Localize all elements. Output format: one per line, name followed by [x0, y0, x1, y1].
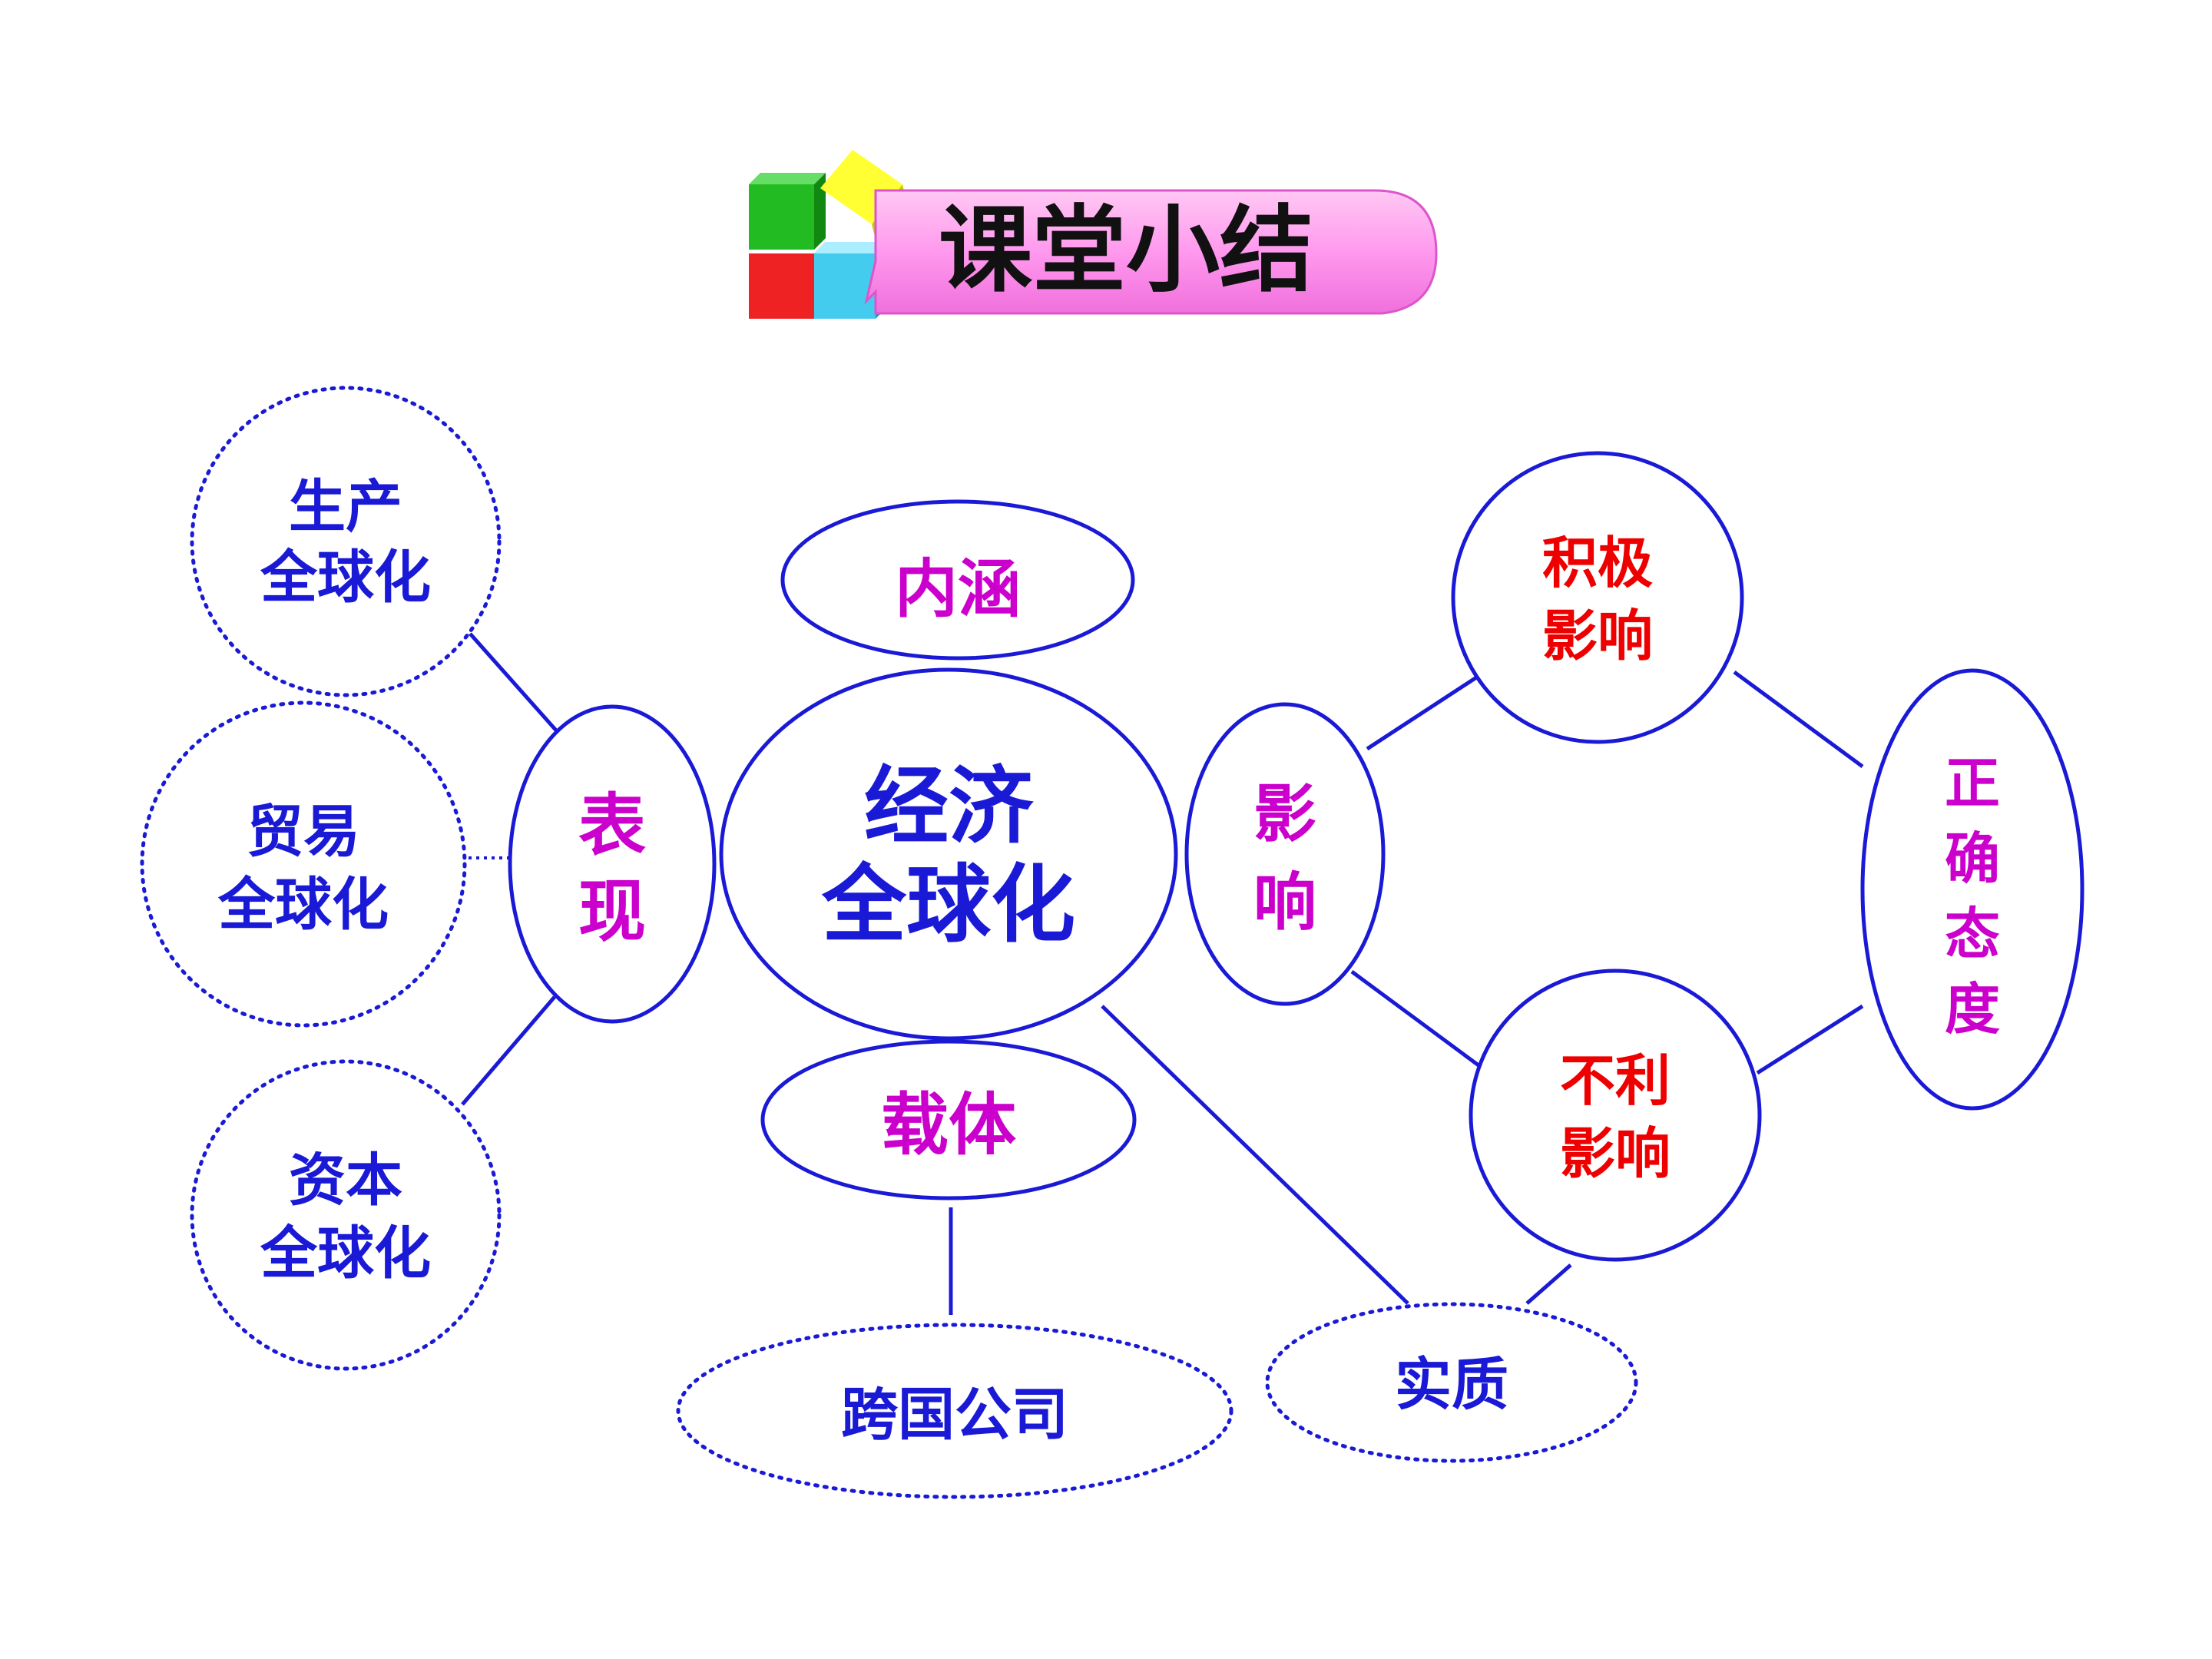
node-trade-shape — [140, 700, 467, 1028]
node-negative-label-line: 影响 — [1560, 1121, 1671, 1186]
node-capital-label-line: 资本 — [289, 1147, 402, 1214]
edge-production-biaoxian — [469, 632, 558, 733]
title-banner: 课堂小结 — [864, 189, 1438, 315]
node-production-label-line: 全球化 — [260, 545, 431, 611]
node-capital-shape — [190, 1059, 502, 1371]
node-multinational: 跨国公司 — [841, 1382, 1068, 1448]
edge-negative-essence — [1525, 1263, 1572, 1305]
node-essence-label-line: 实质 — [1395, 1352, 1508, 1418]
node-biaoxian-shape — [508, 704, 717, 1024]
node-positive-label-line: 积极 — [1542, 531, 1653, 595]
node-neihan: 内涵 — [895, 553, 1021, 626]
connector-lines — [461, 632, 1864, 1315]
node-attitude-shape — [1860, 668, 2085, 1111]
node-positive-label-line: 影响 — [1542, 604, 1653, 668]
node-essence: 实质 — [1395, 1352, 1508, 1418]
edge-capital-biaoxian — [461, 995, 556, 1106]
node-neihan-shape — [780, 499, 1135, 661]
node-attitude-label-line: 确 — [1945, 826, 2000, 891]
node-capital-label-line: 全球化 — [260, 1220, 431, 1286]
node-yingxiang-shape — [1184, 702, 1386, 1006]
node-neihan-label-line: 内涵 — [895, 553, 1021, 626]
node-multinational-label-line: 跨国公司 — [841, 1382, 1068, 1448]
edge-center-essence — [1101, 1005, 1409, 1305]
node-attitude-label-line: 度 — [1945, 977, 2000, 1041]
node-trade-label-line: 全球化 — [217, 872, 389, 938]
node-negative-shape — [1469, 969, 1762, 1262]
edge-yingxiang-negative — [1350, 969, 1480, 1068]
node-negative-label-line: 不利 — [1560, 1048, 1671, 1113]
node-production-label-line: 生产 — [289, 474, 402, 540]
node-production-shape — [190, 386, 502, 697]
node-zaiti: 载体 — [881, 1085, 1016, 1164]
node-zaiti-label-line: 载体 — [881, 1085, 1016, 1164]
node-center-shape — [719, 667, 1178, 1041]
edge-yingxiang-positive — [1366, 670, 1486, 751]
node-center-label-line: 全球化 — [821, 856, 1075, 954]
page-title: 课堂小结 — [939, 196, 1313, 305]
node-trade-label-line: 贸易 — [247, 799, 360, 865]
node-attitude-label-line: 态 — [1945, 902, 2000, 966]
node-positive-shape — [1451, 451, 1744, 744]
node-yingxiang: 影响 — [1253, 778, 1316, 939]
edge-positive-attitude — [1733, 670, 1864, 769]
node-biaoxian-label-line: 表 — [578, 786, 646, 865]
node-biaoxian-label-line: 现 — [578, 872, 646, 951]
node-biaoxian: 表现 — [578, 786, 646, 951]
node-yingxiang-label-line: 响 — [1253, 866, 1316, 939]
node-zaiti-shape — [760, 1039, 1137, 1200]
node-multinational-shape — [676, 1323, 1233, 1499]
node-attitude-label-line: 正 — [1945, 751, 2000, 816]
node-center-label-line: 经济 — [864, 757, 1034, 856]
node-essence-shape — [1265, 1302, 1638, 1463]
edge-negative-attitude — [1756, 1004, 1864, 1075]
node-yingxiang-label-line: 影 — [1253, 778, 1316, 851]
